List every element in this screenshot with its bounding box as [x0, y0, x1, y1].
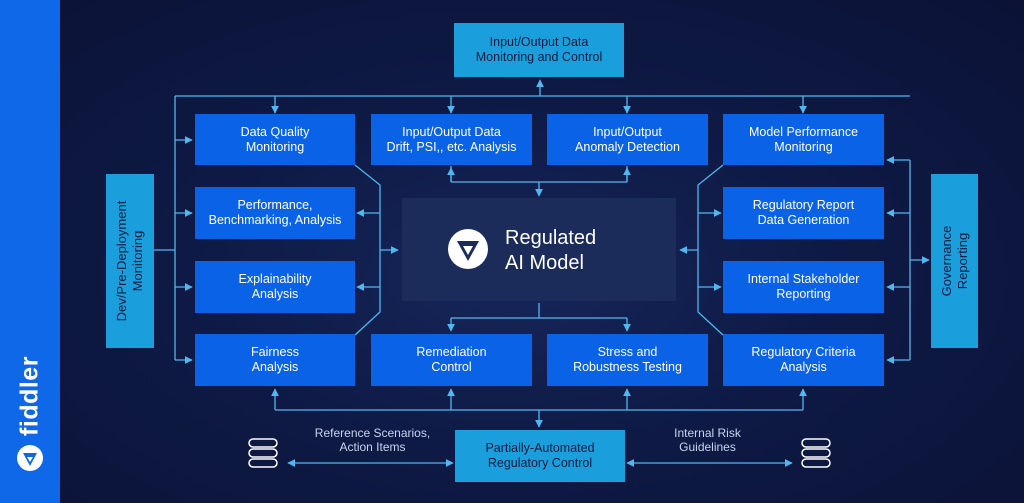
partially-automated-regulatory-control-box: Partially-Automated Regulatory Control [455, 430, 625, 482]
dev-pre-deployment-monitoring-panel: Dev/Pre-Deployment Monitoring [106, 174, 154, 348]
regulatory-report-data-box: Regulatory Report Data Generation [723, 187, 884, 239]
stress-robustness-testing-box: Stress and Robustness Testing [547, 334, 708, 386]
brand-name: fiddler [15, 356, 44, 436]
model-performance-monitoring-box: Model Performance Monitoring [723, 114, 884, 165]
fiddler-logo-icon [17, 445, 43, 471]
data-quality-monitoring-box: Data Quality Monitoring [195, 114, 355, 165]
io-anomaly-detection-box: Input/Output Anomaly Detection [547, 114, 708, 165]
io-data-monitoring-control-box: Input/Output Data Monitoring and Control [454, 23, 624, 77]
explainability-analysis-box: Explainability Analysis [195, 261, 355, 313]
governance-reporting-panel: Governance Reporting [931, 174, 978, 348]
center-title: Regulated AI Model [505, 227, 597, 274]
fiddler-logo-icon [448, 229, 488, 269]
brand-sidebar: fiddler [0, 0, 60, 503]
database-icon [248, 438, 278, 468]
internal-stakeholder-reporting-box: Internal Stakeholder Reporting [723, 261, 884, 313]
performance-benchmarking-box: Performance, Benchmarking, Analysis [195, 187, 355, 239]
io-drift-analysis-box: Input/Output Data Drift, PSI,, etc. Anal… [371, 114, 532, 165]
database-icon [801, 438, 831, 468]
note-reference-scenarios: Reference Scenarios, Action Items [314, 426, 431, 454]
regulated-ai-model-box: Regulated AI Model [402, 198, 676, 301]
note-internal-risk-guidelines: Internal Risk Guidelines [674, 426, 741, 454]
fairness-analysis-box: Fairness Analysis [195, 334, 355, 386]
remediation-control-box: Remediation Control [371, 334, 532, 386]
regulatory-criteria-analysis-box: Regulatory Criteria Analysis [723, 334, 884, 386]
